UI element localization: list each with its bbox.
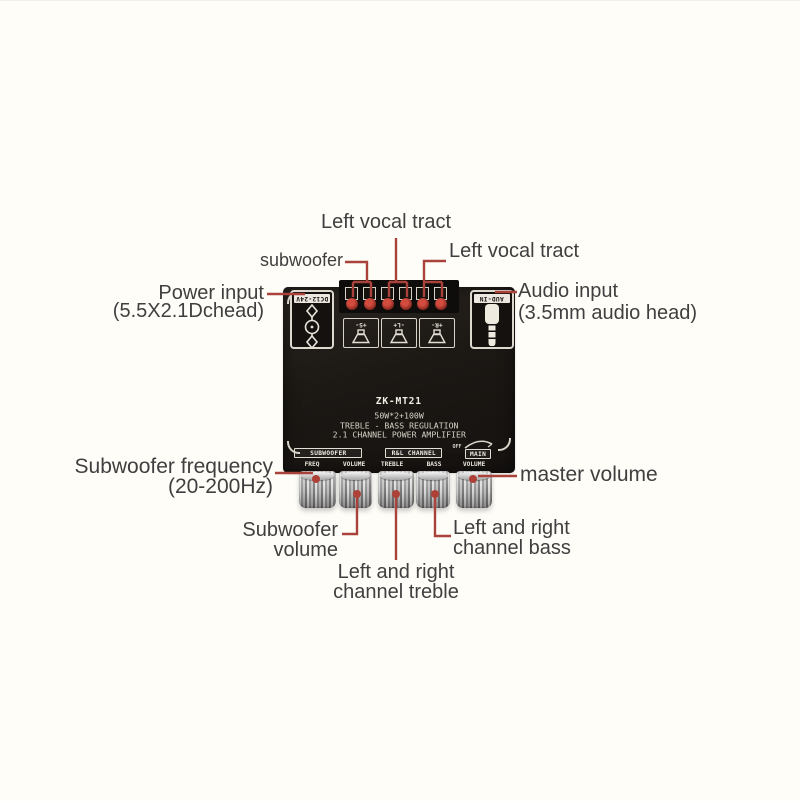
- speaker-out-right: +R-: [419, 318, 455, 348]
- section-rl-channel: R&L CHANNEL: [385, 448, 442, 458]
- power-input-port: DC12-24V: [290, 290, 334, 349]
- knob-treble: [378, 471, 414, 508]
- knob-subwoofer-freq: [299, 471, 336, 508]
- label-subwoofer-output: subwoofer: [259, 250, 343, 270]
- label-line: (20-200Hz): [167, 475, 273, 498]
- speaker-icon: [427, 329, 446, 344]
- label-line: Power input: [158, 282, 264, 304]
- label-line: Audio input: [518, 280, 619, 302]
- label-subwoofer-volume: Subwoofer volume: [198, 520, 338, 560]
- label-line: volume: [273, 539, 338, 561]
- label-line: Left and right: [337, 561, 455, 583]
- audio-port-label: AUD-IN: [474, 294, 510, 303]
- label-channel-treble: Left and right channel treble: [296, 562, 496, 602]
- label-audio-input: Audio input (3.5mm audio head): [518, 280, 697, 324]
- speaker-icon: [351, 329, 370, 344]
- knob-master-volume: [456, 471, 492, 508]
- label-line: (5.5X2.1Dchead): [112, 300, 264, 322]
- label-power-input: Power input (5.5X2.1Dchead): [78, 282, 264, 322]
- knob-bass: [416, 471, 450, 508]
- knob-label-main-volume: VOLUME: [462, 460, 486, 468]
- terminal-screw: [417, 298, 429, 310]
- audio-input-port: AUD-IN: [470, 290, 514, 349]
- terminal-screw: [400, 298, 412, 310]
- model-number: ZK-MT21: [375, 395, 423, 407]
- spec-channels: 2.1 CHANNEL POWER AMPLIFIER: [332, 430, 466, 440]
- spec-regulation: TREBLE - BASS REGULATION: [339, 421, 459, 431]
- terminal-screw: [364, 298, 376, 310]
- label-line: Subwoofer frequency: [74, 455, 273, 478]
- label-line: channel bass: [453, 537, 571, 559]
- power-port-label: DC12-24V: [294, 294, 330, 303]
- amplifier-board: DC12-24V AUD-IN: [283, 280, 515, 473]
- polarity-label: +R-: [431, 320, 443, 328]
- label-left-vocal-tract-top: Left vocal tract: [320, 211, 452, 233]
- speaker-out-left: -L+: [381, 318, 417, 348]
- knob-label-bass: BASS: [426, 460, 442, 468]
- knob-label-sub-volume: VOLUME: [342, 460, 366, 468]
- dc-jack-icon: [292, 304, 332, 348]
- label-left-vocal-tract-right: Left vocal tract: [449, 240, 580, 262]
- terminal-screw: [346, 298, 358, 310]
- label-line: Subwoofer: [242, 519, 338, 541]
- label-subwoofer-frequency: Subwoofer frequency (20-200Hz): [60, 455, 273, 498]
- knob-subwoofer-volume: [339, 471, 372, 508]
- label-line: (3.5mm audio head): [518, 302, 697, 324]
- knob-label-treble: TREBLE: [380, 460, 404, 468]
- label-line: Left and right: [453, 517, 570, 539]
- label-line: channel treble: [333, 581, 459, 603]
- section-subwoofer: SUBWOOFER: [294, 448, 362, 458]
- knob-label-freq: FREQ: [304, 460, 320, 468]
- label-master-volume: master volume: [520, 463, 658, 486]
- spec-power: 50W*2+100W: [374, 411, 424, 421]
- audio-plug-icon: [472, 304, 512, 346]
- label-channel-bass: Left and right channel bass: [453, 518, 571, 558]
- speaker-icon: [389, 329, 408, 344]
- off-label: OFF: [452, 443, 462, 449]
- speaker-out-subwoofer: +S-: [343, 318, 379, 348]
- terminal-screw: [382, 298, 394, 310]
- section-main: MAIN: [465, 449, 491, 459]
- terminal-screw: [435, 298, 447, 310]
- polarity-label: -L+: [393, 320, 405, 328]
- polarity-label: +S-: [355, 320, 367, 328]
- board-corner-mark: [287, 441, 300, 454]
